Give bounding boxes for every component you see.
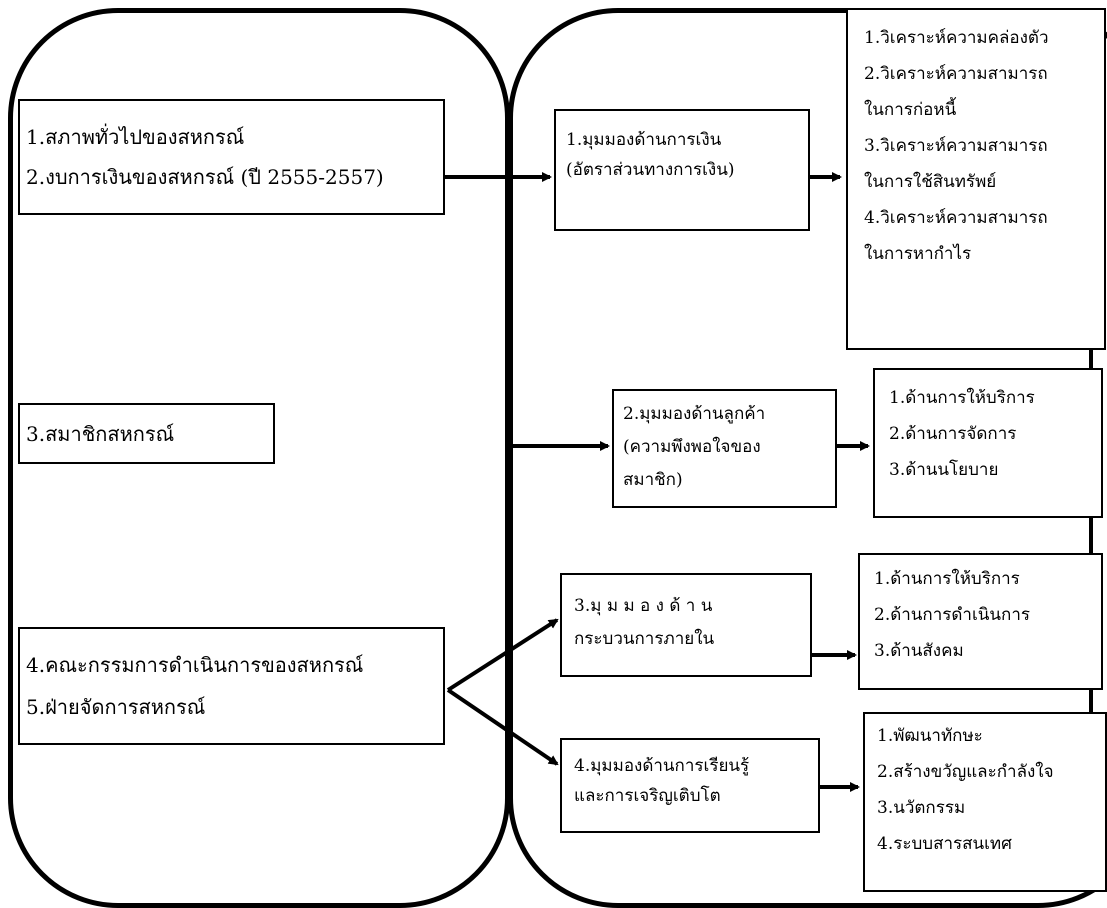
customer-perspective-line-3: สมาชิก) — [623, 470, 683, 490]
learning-growth-line-1: 4.มุมมองด้านการเรียนรู้ — [574, 756, 750, 776]
committee-line-1: 4.คณะกรรมการดำเนินการของสหกรณ์ — [26, 653, 364, 677]
learning-detail-4: 4.ระบบสารสนเทศ — [877, 834, 1012, 854]
arrow-to-learning-growth — [446, 688, 559, 766]
financial-detail-6: 4.วิเคราะห์ความสามารถ — [864, 208, 1048, 228]
internal-process-perspective-box: 3.มุ ม ม อ ง ด้ า น กระบวนการภายใน — [560, 573, 812, 677]
financial-detail-7: ในการหากำไร — [864, 244, 972, 264]
members-line-1: 3.สมาชิกสหกรณ์ — [26, 422, 175, 446]
financial-perspective-line-1: 1.มุมมองด้านการเงิน — [566, 130, 722, 150]
customer-details-box: 1.ด้านการให้บริการ 2.ด้านการจัดการ 3.ด้า… — [873, 368, 1103, 518]
internal-detail-3: 3.ด้านสังคม — [874, 641, 964, 661]
members-box: 3.สมาชิกสหกรณ์ — [18, 403, 275, 464]
customer-perspective-line-1: 2.มุมมองด้านลูกค้า — [623, 404, 766, 424]
general-info-line-2: 2.งบการเงินของสหกรณ์ (ปี 2555-2557) — [26, 165, 384, 189]
financial-detail-1: 1.วิเคราะห์ความคล่องตัว — [864, 28, 1049, 48]
internal-process-line-2: กระบวนการภายใน — [574, 629, 715, 649]
arrow-to-internal-process — [446, 618, 559, 692]
learning-detail-1: 1.พัฒนาทักษะ — [877, 726, 983, 746]
internal-detail-1: 1.ด้านการให้บริการ — [874, 569, 1020, 589]
customer-detail-1: 1.ด้านการให้บริการ — [889, 388, 1035, 408]
general-info-box: 1.สภาพทั่วไปของสหกรณ์ 2.งบการเงินของสหกร… — [18, 99, 445, 215]
learning-growth-perspective-box: 4.มุมมองด้านการเรียนรู้ และการเจริญเติบโ… — [560, 738, 820, 833]
financial-detail-5: ในการใช้สินทรัพย์ — [864, 172, 997, 192]
learning-growth-line-2: และการเจริญเติบโต — [574, 786, 721, 806]
learning-detail-3: 3.นวัตกรรม — [877, 798, 966, 818]
customer-perspective-line-2: (ความพึงพอใจของ — [623, 437, 761, 457]
financial-detail-3: ในการก่อหนี้ — [864, 100, 957, 120]
learning-growth-details-box: 1.พัฒนาทักษะ 2.สร้างขวัญและกำลังใจ 3.นวั… — [863, 712, 1107, 892]
committee-box: 4.คณะกรรมการดำเนินการของสหกรณ์ 5.ฝ่ายจัด… — [18, 627, 445, 745]
financial-detail-4: 3.วิเคราะห์ความสามารถ — [864, 136, 1048, 156]
customer-detail-3: 3.ด้านนโยบาย — [889, 460, 999, 480]
general-info-line-1: 1.สภาพทั่วไปของสหกรณ์ — [26, 125, 245, 149]
customer-detail-2: 2.ด้านการจัดการ — [889, 424, 1017, 444]
financial-perspective-line-2: (อัตราส่วนทางการเงิน) — [566, 160, 735, 180]
internal-detail-2: 2.ด้านการดำเนินการ — [874, 605, 1031, 625]
connector-layer — [443, 172, 1093, 792]
financial-details-box: 1.วิเคราะห์ความคล่องตัว 2.วิเคราะห์ความส… — [846, 8, 1106, 350]
learning-detail-2: 2.สร้างขวัญและกำลังใจ — [877, 762, 1054, 782]
committee-line-2: 5.ฝ่ายจัดการสหกรณ์ — [26, 695, 206, 719]
financial-perspective-box: 1.มุมมองด้านการเงิน (อัตราส่วนทางการเงิน… — [554, 109, 810, 231]
customer-perspective-box: 2.มุมมองด้านลูกค้า (ความพึงพอใจของ สมาชิ… — [612, 389, 837, 508]
internal-process-details-box: 1.ด้านการให้บริการ 2.ด้านการดำเนินการ 3.… — [858, 553, 1103, 690]
financial-detail-2: 2.วิเคราะห์ความสามารถ — [864, 64, 1048, 84]
internal-process-line-1: 3.มุ ม ม อ ง ด้ า น — [574, 596, 713, 616]
